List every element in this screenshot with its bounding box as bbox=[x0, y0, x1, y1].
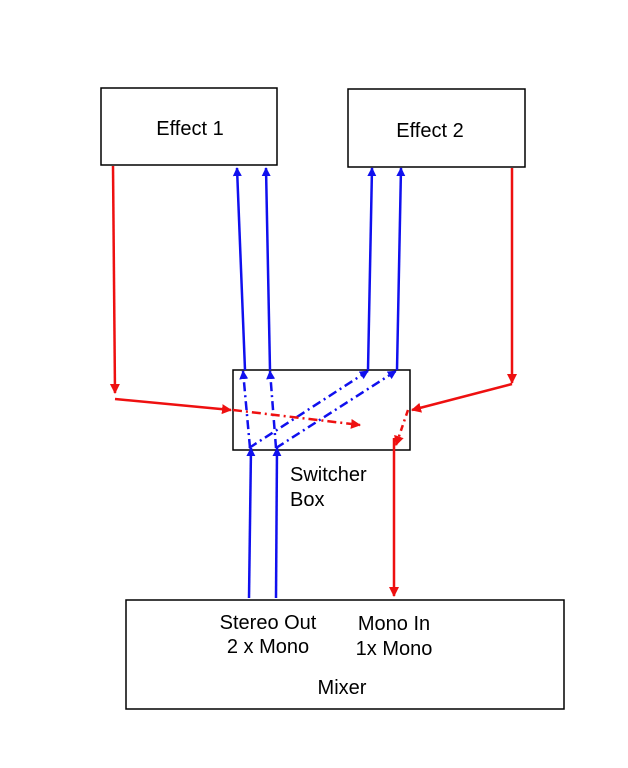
switch-route-right-to-effect-1-line bbox=[266, 370, 278, 449]
stereo-to-switcher-lines bbox=[246, 447, 282, 599]
mixer-mono-in-label: Mono In bbox=[358, 613, 430, 635]
stereo-left-to-switcher-line bbox=[246, 447, 256, 599]
switch-route-right-to-effect-2-line bbox=[275, 369, 397, 450]
effect-2-switch-route-line bbox=[394, 409, 410, 446]
effect-1-output-down-line bbox=[109, 165, 120, 394]
mixer-stereo-out-label: Stereo Out bbox=[220, 612, 317, 634]
mixer-name-label: Mixer bbox=[318, 677, 367, 699]
mixer-mono-count-label: 1x Mono bbox=[356, 638, 433, 660]
switch-route-left-to-effect-1-line bbox=[239, 370, 252, 449]
mixer-block: Stereo Out 2 x Mono Mono In 1x Mono Mixe… bbox=[125, 599, 565, 710]
switcher-label-line-1: Switcher bbox=[290, 464, 367, 486]
to-effect-2-right-line bbox=[395, 167, 406, 371]
to-effect-1-left-line bbox=[232, 167, 247, 371]
switcher-label-line-2: Box bbox=[290, 489, 324, 511]
effect-2-box bbox=[347, 88, 526, 168]
effect-1-return-lines bbox=[109, 165, 361, 429]
switcher-block: Switcher Box bbox=[232, 369, 411, 511]
effect-1-switch-route-line bbox=[232, 408, 361, 429]
switcher-box bbox=[232, 369, 411, 451]
effect-2-block: Effect 2 bbox=[347, 88, 526, 168]
effect-1-block: Effect 1 bbox=[100, 87, 278, 166]
mixer-stereo-mono-label: 2 x Mono bbox=[227, 636, 309, 658]
effect-2-label: Effect 2 bbox=[396, 120, 463, 142]
mixer-box bbox=[125, 599, 565, 710]
switcher-internal-blue-routing bbox=[239, 369, 397, 450]
effect-1-label: Effect 1 bbox=[156, 118, 223, 140]
stereo-right-to-switcher-line bbox=[272, 447, 282, 599]
effect-2-return-lines bbox=[389, 168, 517, 597]
effect-1-to-switcher-line bbox=[114, 397, 232, 415]
switcher-to-effects-lines bbox=[232, 167, 406, 371]
effect-1-box bbox=[100, 87, 278, 166]
effect-2-to-switcher-line bbox=[411, 382, 513, 413]
to-effect-1-right-line bbox=[261, 167, 272, 371]
to-effect-2-left-line bbox=[366, 167, 377, 371]
switch-route-left-to-effect-2-line bbox=[248, 369, 369, 450]
